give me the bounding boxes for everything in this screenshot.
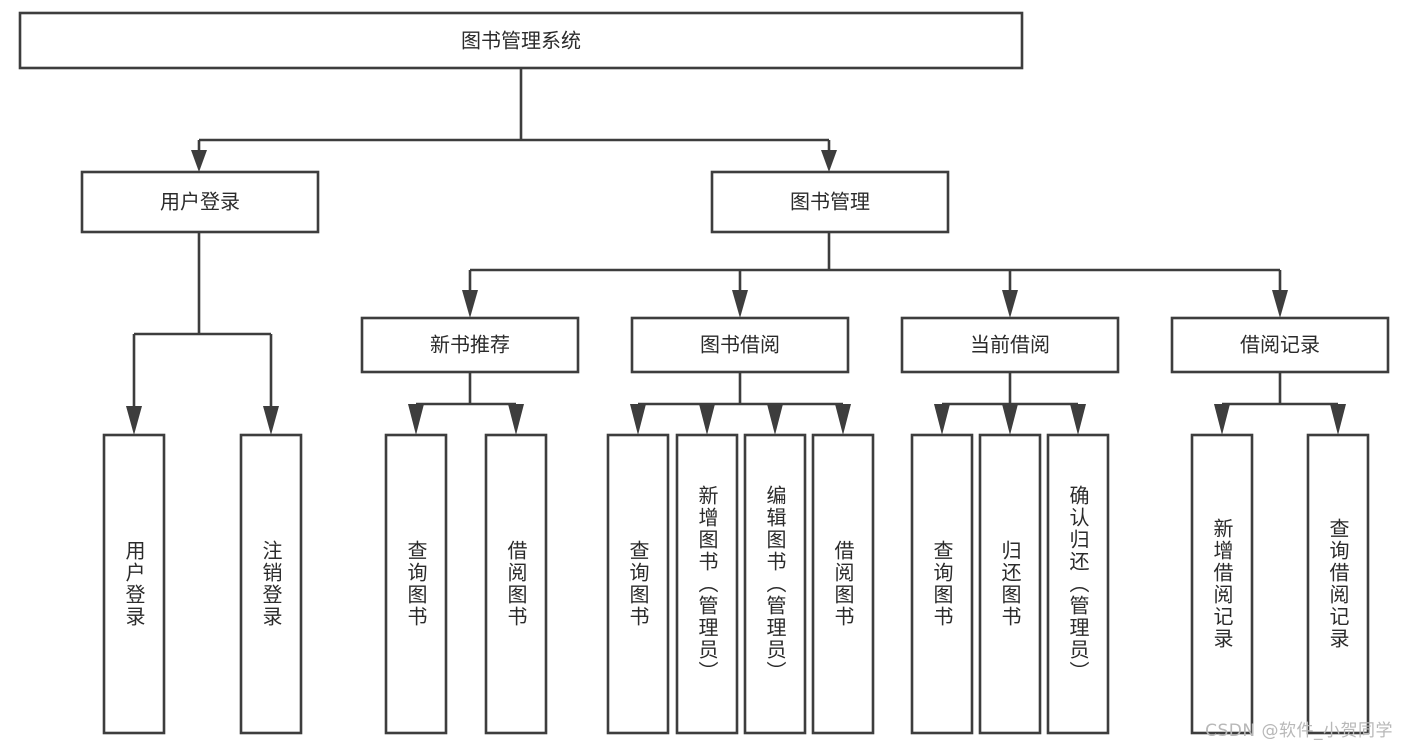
node-leaf-query-record-label: 查询借阅记录: [1326, 518, 1350, 650]
node-user-login[interactable]: 用户登录: [80, 170, 320, 234]
arrow-head-new-book-recommend: [462, 290, 478, 318]
arrow-head-user-login: [191, 150, 207, 172]
arrow-head-leaf-user-login: [126, 406, 142, 435]
node-leaf-add-record-label: 新增借阅记录: [1210, 518, 1234, 650]
node-leaf-user-login-box[interactable]: [102, 433, 166, 735]
node-leaf-return-book[interactable]: 归还图书: [978, 433, 1042, 735]
node-leaf-add-book[interactable]: 新增图书（管理员）: [675, 433, 739, 735]
node-leaf-query-book-1-label: 查询图书: [404, 540, 428, 628]
node-book-manage-label: 图书管理: [790, 190, 870, 214]
arrow-head-leaf-confirm-return: [1070, 404, 1086, 435]
node-leaf-borrow-book-2[interactable]: 借阅图书: [811, 433, 875, 735]
node-leaf-return-book-label: 归还图书: [998, 540, 1022, 628]
node-leaf-query-book-1-box[interactable]: [384, 433, 448, 735]
node-current-borrow-box[interactable]: [900, 316, 1120, 374]
node-leaf-query-book-3-box[interactable]: [910, 433, 974, 735]
arrow-head-book-manage: [821, 150, 837, 172]
node-current-borrow[interactable]: 当前借阅: [900, 316, 1120, 374]
node-leaf-user-login[interactable]: 用户登录: [102, 433, 166, 735]
arrow-head-leaf-borrow-book-1: [508, 404, 524, 435]
node-current-borrow-label: 当前借阅: [970, 333, 1050, 357]
node-root[interactable]: 图书管理系统: [18, 11, 1024, 70]
node-leaf-add-record[interactable]: 新增借阅记录: [1190, 433, 1254, 735]
node-borrow-record[interactable]: 借阅记录: [1170, 316, 1390, 374]
node-leaf-borrow-book-1[interactable]: 借阅图书: [484, 433, 548, 735]
node-leaf-borrow-book-1-box[interactable]: [484, 433, 548, 735]
node-leaf-query-book-2-box[interactable]: [606, 433, 670, 735]
node-leaf-return-book-box[interactable]: [978, 433, 1042, 735]
node-leaf-add-record-box[interactable]: [1190, 433, 1254, 735]
node-leaf-edit-book-label: 编辑图书（管理员）: [763, 485, 787, 683]
arrow-head-current-borrow: [1002, 290, 1018, 318]
arrow-head-leaf-add-book: [699, 404, 715, 435]
node-leaf-user-logout[interactable]: 注销登录: [239, 433, 303, 735]
node-user-login-label: 用户登录: [160, 190, 240, 214]
arrow-head-leaf-query-book-2: [630, 404, 646, 435]
node-leaf-user-logout-label: 注销登录: [259, 540, 283, 628]
node-leaf-user-logout-box[interactable]: [239, 433, 303, 735]
arrow-head-book-borrow: [732, 290, 748, 318]
node-book-borrow-box[interactable]: [630, 316, 850, 374]
arrow-head-leaf-query-book-3: [934, 404, 950, 435]
node-borrow-record-label: 借阅记录: [1240, 333, 1320, 357]
node-borrow-record-box[interactable]: [1170, 316, 1390, 374]
connectors-layer: [126, 68, 1346, 435]
arrow-head-leaf-query-book-1: [408, 404, 424, 435]
node-root-label: 图书管理系统: [461, 29, 581, 53]
node-new-book-recommend-label: 新书推荐: [430, 333, 510, 357]
arrow-head-borrow-record: [1272, 290, 1288, 318]
arrow-head-leaf-query-record: [1330, 404, 1346, 435]
node-leaf-borrow-book-2-label: 借阅图书: [831, 540, 855, 628]
arrow-head-leaf-add-record: [1214, 404, 1230, 435]
node-root-box[interactable]: [18, 11, 1024, 70]
node-leaf-query-book-1[interactable]: 查询图书: [384, 433, 448, 735]
node-leaf-confirm-return-label: 确认归还（管理员）: [1066, 485, 1090, 683]
node-leaf-borrow-book-1-label: 借阅图书: [504, 540, 528, 628]
arrow-head-leaf-return-book: [1002, 404, 1018, 435]
node-leaf-confirm-return-box[interactable]: [1046, 433, 1110, 735]
node-leaf-user-login-label: 用户登录: [122, 540, 146, 628]
node-leaf-query-record[interactable]: 查询借阅记录: [1306, 433, 1370, 735]
node-leaf-query-record-box[interactable]: [1306, 433, 1370, 735]
node-book-borrow-label: 图书借阅: [700, 333, 780, 357]
node-leaf-confirm-return[interactable]: 确认归还（管理员）: [1046, 433, 1110, 735]
node-leaf-query-book-3-label: 查询图书: [930, 540, 954, 628]
node-leaf-query-book-2-label: 查询图书: [626, 540, 650, 628]
node-new-book-recommend-box[interactable]: [360, 316, 580, 374]
node-leaf-borrow-book-2-box[interactable]: [811, 433, 875, 735]
node-leaf-edit-book[interactable]: 编辑图书（管理员）: [743, 433, 807, 735]
node-leaf-query-book-2[interactable]: 查询图书: [606, 433, 670, 735]
arrow-head-leaf-edit-book: [767, 404, 783, 435]
arrow-head-leaf-user-logout: [263, 406, 279, 435]
node-book-manage-box[interactable]: [710, 170, 950, 234]
node-leaf-query-book-3[interactable]: 查询图书: [910, 433, 974, 735]
node-new-book-recommend[interactable]: 新书推荐: [360, 316, 580, 374]
arrow-head-leaf-borrow-book-2: [835, 404, 851, 435]
node-book-borrow[interactable]: 图书借阅: [630, 316, 850, 374]
node-leaf-add-book-label: 新增图书（管理员）: [695, 485, 719, 683]
node-user-login-box[interactable]: [80, 170, 320, 234]
node-leaf-edit-book-box[interactable]: [743, 433, 807, 735]
node-book-manage[interactable]: 图书管理: [710, 170, 950, 234]
node-leaf-add-book-box[interactable]: [675, 433, 739, 735]
